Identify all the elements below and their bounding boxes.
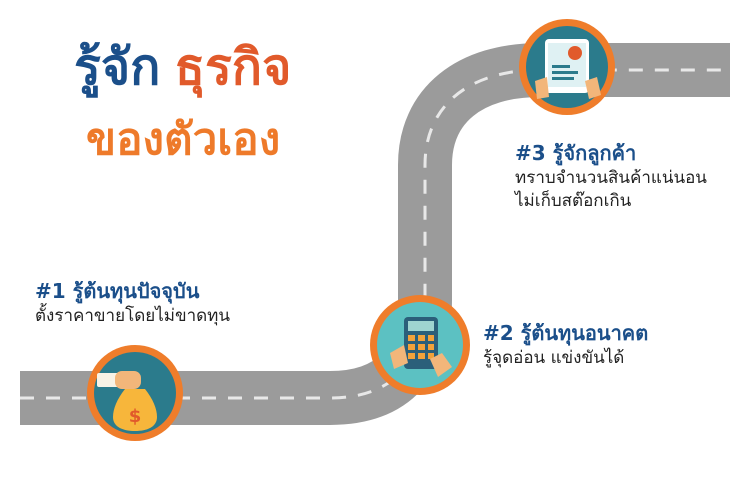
step-2: #2 รู้ต้นทุนอนาคต รู้จุดอ่อน แข่งขันได้: [483, 320, 648, 370]
money-bag-hand-icon: $: [87, 345, 183, 441]
title-line-1: รู้จักธุรกิจ: [74, 42, 291, 92]
calculator-hand-icon: [370, 295, 470, 395]
tablet-chart-icon: [519, 19, 615, 115]
step-3-line-2: ไม่เก็บสต๊อกเกิน: [515, 190, 632, 211]
title-line-2: ของตัวเอง: [86, 114, 281, 165]
step-2-line-1: รู้จุดอ่อน แข่งขันได้: [483, 348, 625, 368]
step-1-heading: #1 รู้ต้นทุนปัจจุบัน: [35, 279, 200, 303]
step-3: #3 รู้จักลูกค้า ทราบจำนวนสินค้าแน่นอน ไม…: [515, 140, 707, 213]
step-3-heading: #3 รู้จักลูกค้า: [515, 141, 637, 165]
title-part-b: ธุรกิจ: [174, 38, 292, 96]
step-1-line-1: ตั้งราคาขายโดยไม่ขาดทุน: [35, 306, 230, 326]
step-3-line-1: ทราบจำนวนสินค้าแน่นอน: [515, 168, 707, 188]
title-part-a: รู้จัก: [74, 38, 161, 96]
step-1: #1 รู้ต้นทุนปัจจุบัน ตั้งราคาขายโดยไม่ขา…: [35, 278, 230, 328]
step-2-heading: #2 รู้ต้นทุนอนาคต: [483, 321, 649, 345]
svg-text:$: $: [129, 406, 142, 427]
